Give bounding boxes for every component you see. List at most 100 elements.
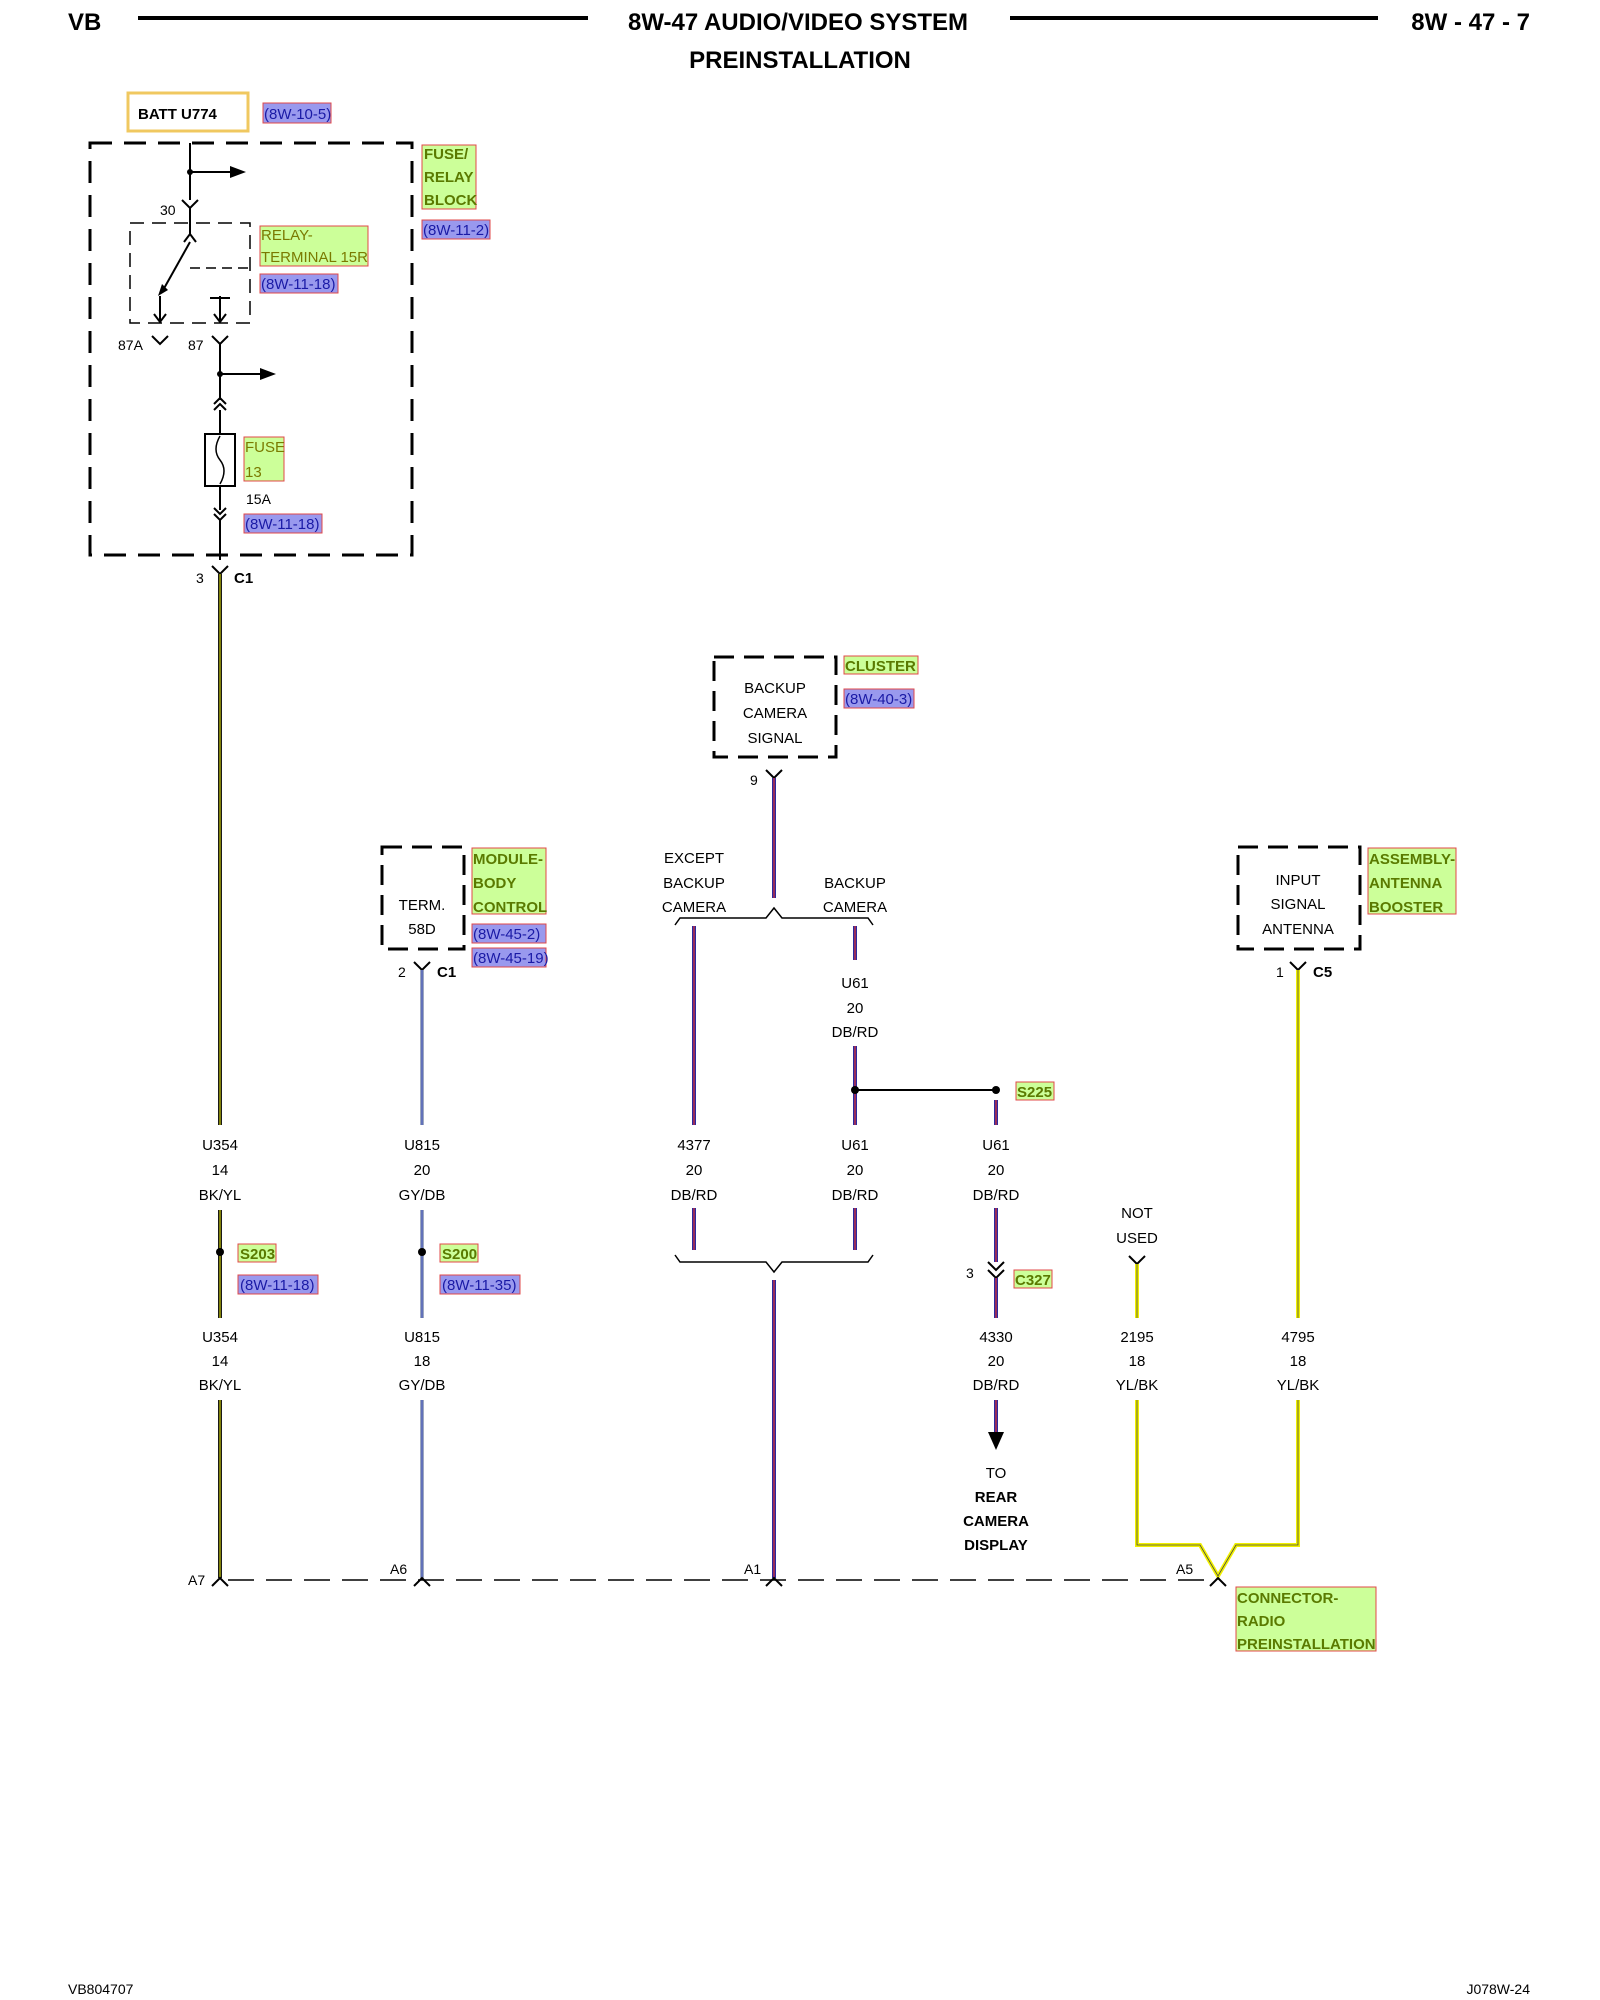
- a5-merge-wire: [1135, 1400, 1300, 1580]
- u815-lower-color: GY/DB: [399, 1377, 446, 1394]
- page-subtitle: PREINSTALLATION: [689, 47, 911, 74]
- batt-label: BATT U774: [138, 106, 218, 123]
- fuse-13-element-icon: [215, 435, 225, 485]
- s203-splice-dot: [216, 1248, 224, 1256]
- s200-highlight: [439, 1243, 479, 1263]
- bcm-ref-2-highlight: [471, 947, 547, 968]
- w4377-color: DB/RD: [671, 1187, 718, 1204]
- not-used-line-2: USED: [1116, 1230, 1158, 1247]
- except-option-line-3: CAMERA: [662, 899, 726, 916]
- pin-87-connector-icon: [211, 335, 229, 346]
- fuse-upper-connector-icon-2: [213, 402, 227, 411]
- a6-connector-icon: [413, 1576, 431, 1587]
- antenna-name-3: BOOSTER: [1369, 899, 1443, 916]
- antenna-outline: [1236, 845, 1362, 951]
- c1-label: C1: [234, 570, 253, 587]
- s200-label: S200: [442, 1246, 477, 1263]
- fuse-relay-block-name-1: FUSE/: [424, 146, 469, 163]
- u61-mid-color: DB/RD: [832, 1187, 879, 1204]
- antenna-box-line-3: ANTENNA: [1262, 921, 1334, 938]
- fuse-ref[interactable]: (8W-11-18): [245, 516, 319, 533]
- fuse-upper-connector-icon-1: [213, 396, 227, 405]
- to-rear-line-2: REAR: [975, 1489, 1018, 1506]
- batt-ref[interactable]: (8W-10-5): [264, 106, 331, 123]
- bcm-name-1: MODULE-: [473, 851, 543, 868]
- cluster-pin-connector-icon: [765, 769, 783, 780]
- fuse-name-1: FUSE: [245, 439, 285, 456]
- u815-upper-circuit: U815: [404, 1137, 440, 1154]
- a1-label: A1: [744, 1561, 761, 1577]
- page-number: 8W - 47 - 7: [1411, 9, 1530, 36]
- antenna-name-1: ASSEMBLY-: [1369, 851, 1455, 868]
- backup-option-line-2: CAMERA: [823, 899, 887, 916]
- bcm-box-line-2: 58D: [408, 921, 436, 938]
- pin-87a-connector-icon: [151, 335, 169, 346]
- fuse-relay-block-outline: [88, 141, 414, 557]
- w4377-gauge: 20: [686, 1162, 703, 1179]
- s203-ref[interactable]: (8W-11-18): [240, 1277, 314, 1294]
- w4330-gauge: 20: [988, 1353, 1005, 1370]
- u61-right-color: DB/RD: [973, 1187, 1020, 1204]
- option-brace-bottom-icon: [674, 1254, 874, 1274]
- footer-right: J078W-24: [1466, 1981, 1530, 1997]
- bcm-ref-1[interactable]: (8W-45-2): [473, 926, 540, 943]
- bcm-name-3: CONTROL: [473, 899, 547, 916]
- w4795-color: YL/BK: [1277, 1377, 1320, 1394]
- relay-name-highlight: [259, 225, 369, 267]
- s225-highlight: [1015, 1081, 1055, 1101]
- u354-upper-color: BK/YL: [199, 1187, 242, 1204]
- fuse-relay-block-ref[interactable]: (8W-11-2): [423, 222, 489, 239]
- s203-label: S203: [240, 1246, 275, 1263]
- batt-box: [126, 91, 250, 133]
- except-option-line-2: BACKUP: [663, 875, 725, 892]
- relay-ref[interactable]: (8W-11-18): [261, 276, 335, 293]
- w2195-gauge: 18: [1129, 1353, 1146, 1370]
- fuse-relay-block-highlight: [421, 144, 477, 210]
- cluster-name-highlight: [843, 655, 919, 675]
- except-option-line-1: EXCEPT: [664, 850, 724, 867]
- u354-lower-circuit: U354: [202, 1329, 238, 1346]
- a7-label: A7: [188, 1572, 205, 1588]
- cluster-box-line-2: CAMERA: [743, 705, 807, 722]
- relay-ref-highlight: [259, 273, 339, 294]
- a6-label: A6: [390, 1561, 407, 1577]
- pin-87-label: 87: [188, 337, 204, 353]
- fuse-name-highlight: [243, 436, 285, 482]
- bcm-pin-connector-icon: [413, 961, 431, 972]
- antenna-name-highlight: [1367, 847, 1457, 915]
- s203-ref-highlight: [237, 1274, 319, 1295]
- radio-connector-name-3: PREINSTALLATION: [1237, 1636, 1376, 1653]
- fuse-relay-block-name-2: RELAY: [424, 169, 473, 186]
- u815-lower-circuit: U815: [404, 1329, 440, 1346]
- u61-top-gauge: 20: [847, 1000, 864, 1017]
- s200-ref[interactable]: (8W-11-35): [442, 1277, 516, 1294]
- cluster-pin-label: 9: [750, 772, 758, 788]
- fuse-ref-highlight: [243, 513, 323, 534]
- to-rear-line-3: CAMERA: [963, 1513, 1029, 1530]
- u354-lower-color: BK/YL: [199, 1377, 242, 1394]
- u354-upper-circuit: U354: [202, 1137, 238, 1154]
- pin-30-label: 30: [160, 202, 176, 218]
- u815-upper-color: GY/DB: [399, 1187, 446, 1204]
- antenna-conn-label: C5: [1313, 964, 1332, 981]
- to-rear-line-1: TO: [986, 1465, 1007, 1482]
- relay-common-contact-icon: [183, 232, 197, 243]
- footer-left: VB804707: [68, 1981, 134, 1997]
- radio-connector-highlight: [1235, 1586, 1377, 1652]
- w4377-circuit: 4377: [677, 1137, 710, 1154]
- w2195-circuit: 2195: [1120, 1329, 1153, 1346]
- radio-connector-name-2: RADIO: [1237, 1613, 1286, 1630]
- c1-pin3-connector-icon: [211, 565, 229, 576]
- cluster-ref[interactable]: (8W-40-3): [845, 691, 912, 708]
- header-left: VB: [68, 9, 101, 36]
- cluster-outline: [712, 655, 838, 759]
- w4795-gauge: 18: [1290, 1353, 1307, 1370]
- c327-connector-icon-1: [987, 1261, 1005, 1272]
- page-title: 8W-47 AUDIO/VIDEO SYSTEM: [628, 9, 968, 36]
- u61-mid-gauge: 20: [847, 1162, 864, 1179]
- bcm-ref-2[interactable]: (8W-45-19): [473, 950, 549, 967]
- a5-label: A5: [1176, 1561, 1193, 1577]
- cluster-name: CLUSTER: [845, 658, 916, 675]
- batt-ref-highlight: [262, 102, 332, 124]
- s200-splice-dot: [418, 1248, 426, 1256]
